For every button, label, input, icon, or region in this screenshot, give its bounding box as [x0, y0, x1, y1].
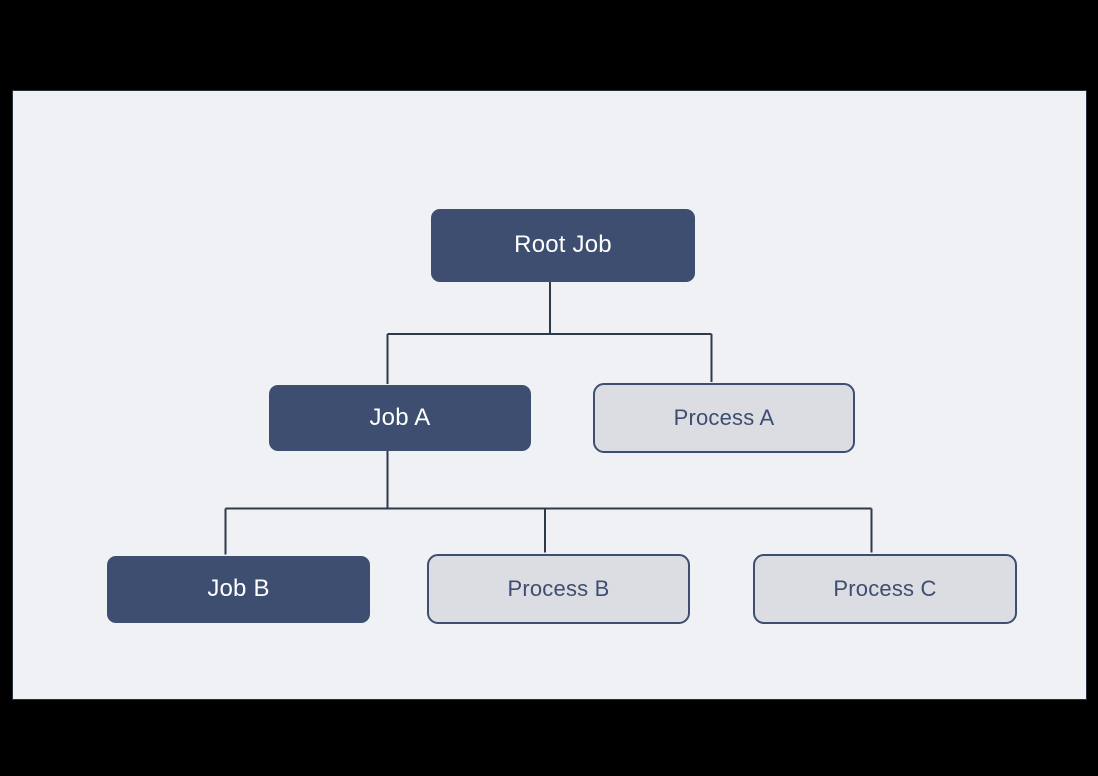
- node-process-a-label: Process A: [673, 404, 775, 430]
- node-job-a[interactable]: Job A: [269, 385, 531, 451]
- node-process-b-label: Process B: [507, 575, 610, 601]
- node-process-a[interactable]: Process A: [593, 383, 855, 453]
- node-job-a-label: Job A: [369, 403, 431, 431]
- node-job-b[interactable]: Job B: [107, 556, 370, 623]
- node-process-c[interactable]: Process C: [753, 554, 1017, 624]
- node-root-job[interactable]: Root Job: [431, 209, 695, 282]
- node-process-c-label: Process C: [833, 575, 937, 601]
- diagram-canvas: Root Job Job A Process A Job B Process B…: [12, 90, 1087, 700]
- node-process-b[interactable]: Process B: [427, 554, 690, 624]
- node-root-job-label: Root Job: [514, 231, 612, 259]
- node-job-b-label: Job B: [207, 575, 270, 603]
